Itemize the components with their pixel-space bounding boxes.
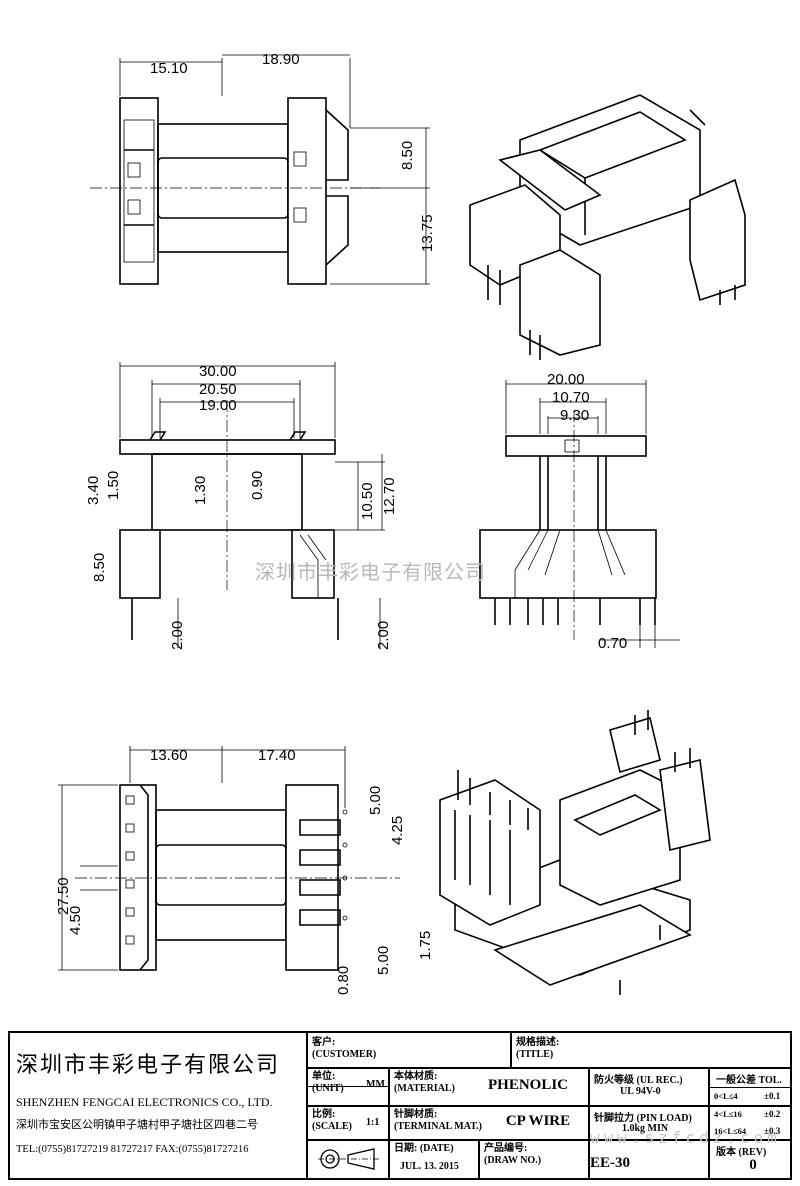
material-value: PHENOLIC	[487, 1077, 568, 1093]
dim-17-40: 17.40	[258, 747, 296, 764]
unit-value: MM	[366, 1079, 385, 1090]
drawno-label: 产品编号: (DRAW NO.)	[484, 1143, 542, 1166]
dim-0-80: 0.80	[335, 966, 352, 995]
rev-label: 版本 (REV)	[716, 1147, 767, 1158]
dim-15-10: 15.10	[150, 60, 188, 77]
watermark-url: www.szfcdz.com	[590, 1128, 781, 1147]
dim-13-60: 13.60	[150, 747, 188, 764]
fire-value: UL 94V-0	[620, 1086, 661, 1097]
dim-12-70: 12.70	[381, 477, 398, 515]
dim-19-00: 19.00	[199, 397, 237, 414]
front-view: 30.00 20.50 19.00 3.40 1.50 1.30 0.90 10…	[85, 362, 398, 650]
drawno-value: EE-30	[589, 1155, 630, 1171]
terminal-value: CP WIRE	[505, 1113, 571, 1129]
technical-drawing: 15.10 18.90 8.50 13.75	[55, 51, 746, 995]
company-block: 深圳市丰彩电子有限公司 SHENZHEN FENGCAI ELECTRONICS…	[10, 1033, 306, 1178]
fire-label: 防火等级 (UL REC.)	[594, 1075, 683, 1086]
tol-range-3: 16<L≤64	[714, 1126, 747, 1136]
scale-label: 比例: (SCALE)	[312, 1109, 353, 1132]
unit-label: 单位: (UNIT)	[312, 1071, 344, 1094]
material-label: 本体材质: (MATERIAL)	[394, 1071, 455, 1094]
dim-2-00a: 2.00	[169, 621, 186, 650]
dim-9-30: 9.30	[560, 407, 589, 424]
dim-13-75: 13.75	[419, 214, 436, 252]
bottom-view: 13.60 17.40 5.00 4.25 27.50 4.50 1.75 5.…	[55, 746, 434, 995]
pinload-value: 1.0kg MIN	[622, 1123, 669, 1134]
dim-5-00b: 5.00	[375, 946, 392, 975]
title-block: 深圳市丰彩电子有限公司 SHENZHEN FENGCAI ELECTRONICS…	[8, 1031, 792, 1180]
tol-range-1: 0<L≤4	[714, 1091, 738, 1101]
dim-1-30: 1.30	[192, 476, 209, 505]
dim-10-50: 10.50	[359, 482, 376, 520]
dim-0-90: 0.90	[249, 471, 266, 500]
dim-2-00b: 2.00	[375, 621, 392, 650]
dim-20-00: 20.00	[547, 371, 585, 388]
company-tel: TEL:(0755)81727219 81727217 FAX:(0755)81…	[16, 1144, 249, 1155]
dim-4-25: 4.25	[389, 816, 406, 845]
isometric-view-top	[469, 94, 746, 360]
dim-18-90: 18.90	[262, 51, 300, 68]
dim-8-50: 8.50	[399, 141, 416, 170]
dim-8-50b: 8.50	[91, 553, 108, 582]
company-address: 深圳市宝安区公明镇甲子塘村甲子塘社区四巷二号	[16, 1118, 258, 1131]
tol-range-2: 4<L≤16	[714, 1109, 742, 1119]
dim-27-50: 27.50	[55, 877, 72, 915]
dim-30-00: 30.00	[199, 363, 237, 380]
dim-1-50: 1.50	[105, 471, 122, 500]
dim-10-70: 10.70	[552, 389, 590, 406]
title-label: 规格描述: (TITLE)	[516, 1037, 560, 1060]
top-view: 15.10 18.90 8.50 13.75	[90, 51, 436, 285]
tol-label: 一般公差 TOL.	[716, 1075, 782, 1086]
company-name-cn: 深圳市丰彩电子有限公司	[16, 1053, 281, 1078]
dim-4-50: 4.50	[67, 906, 84, 935]
rev-value: 0	[749, 1157, 757, 1173]
date-label: 日期: (DATE)	[394, 1143, 454, 1154]
side-view: 20.00 10.70 9.30 0.70	[479, 371, 680, 652]
isometric-view-bottom	[439, 710, 711, 995]
tol-value-3: ±0.3	[764, 1126, 781, 1136]
company-name-en: SHENZHEN FENGCAI ELECTRONICS CO., LTD.	[16, 1095, 273, 1109]
tol-value-2: ±0.2	[764, 1109, 781, 1119]
pinload-label: 针脚拉力 (PIN LOAD)	[594, 1113, 692, 1124]
dim-20-50: 20.50	[199, 381, 237, 398]
dim-0-70: 0.70	[598, 635, 627, 652]
dim-1-75: 1.75	[417, 931, 434, 960]
terminal-label: 针脚材质: (TERMINAL MAT.)	[394, 1109, 482, 1132]
dim-3-40: 3.40	[85, 476, 102, 505]
projection-symbol-icon	[316, 1145, 382, 1173]
watermark: 深圳市丰彩电子有限公司	[255, 560, 486, 584]
customer-label: 客户: (CUSTOMER)	[312, 1037, 377, 1060]
date-value: JUL. 13. 2015	[400, 1161, 459, 1172]
tol-value-1: ±0.1	[764, 1091, 781, 1101]
dim-5-00a: 5.00	[367, 786, 384, 815]
scale-value: 1:1	[366, 1117, 380, 1128]
